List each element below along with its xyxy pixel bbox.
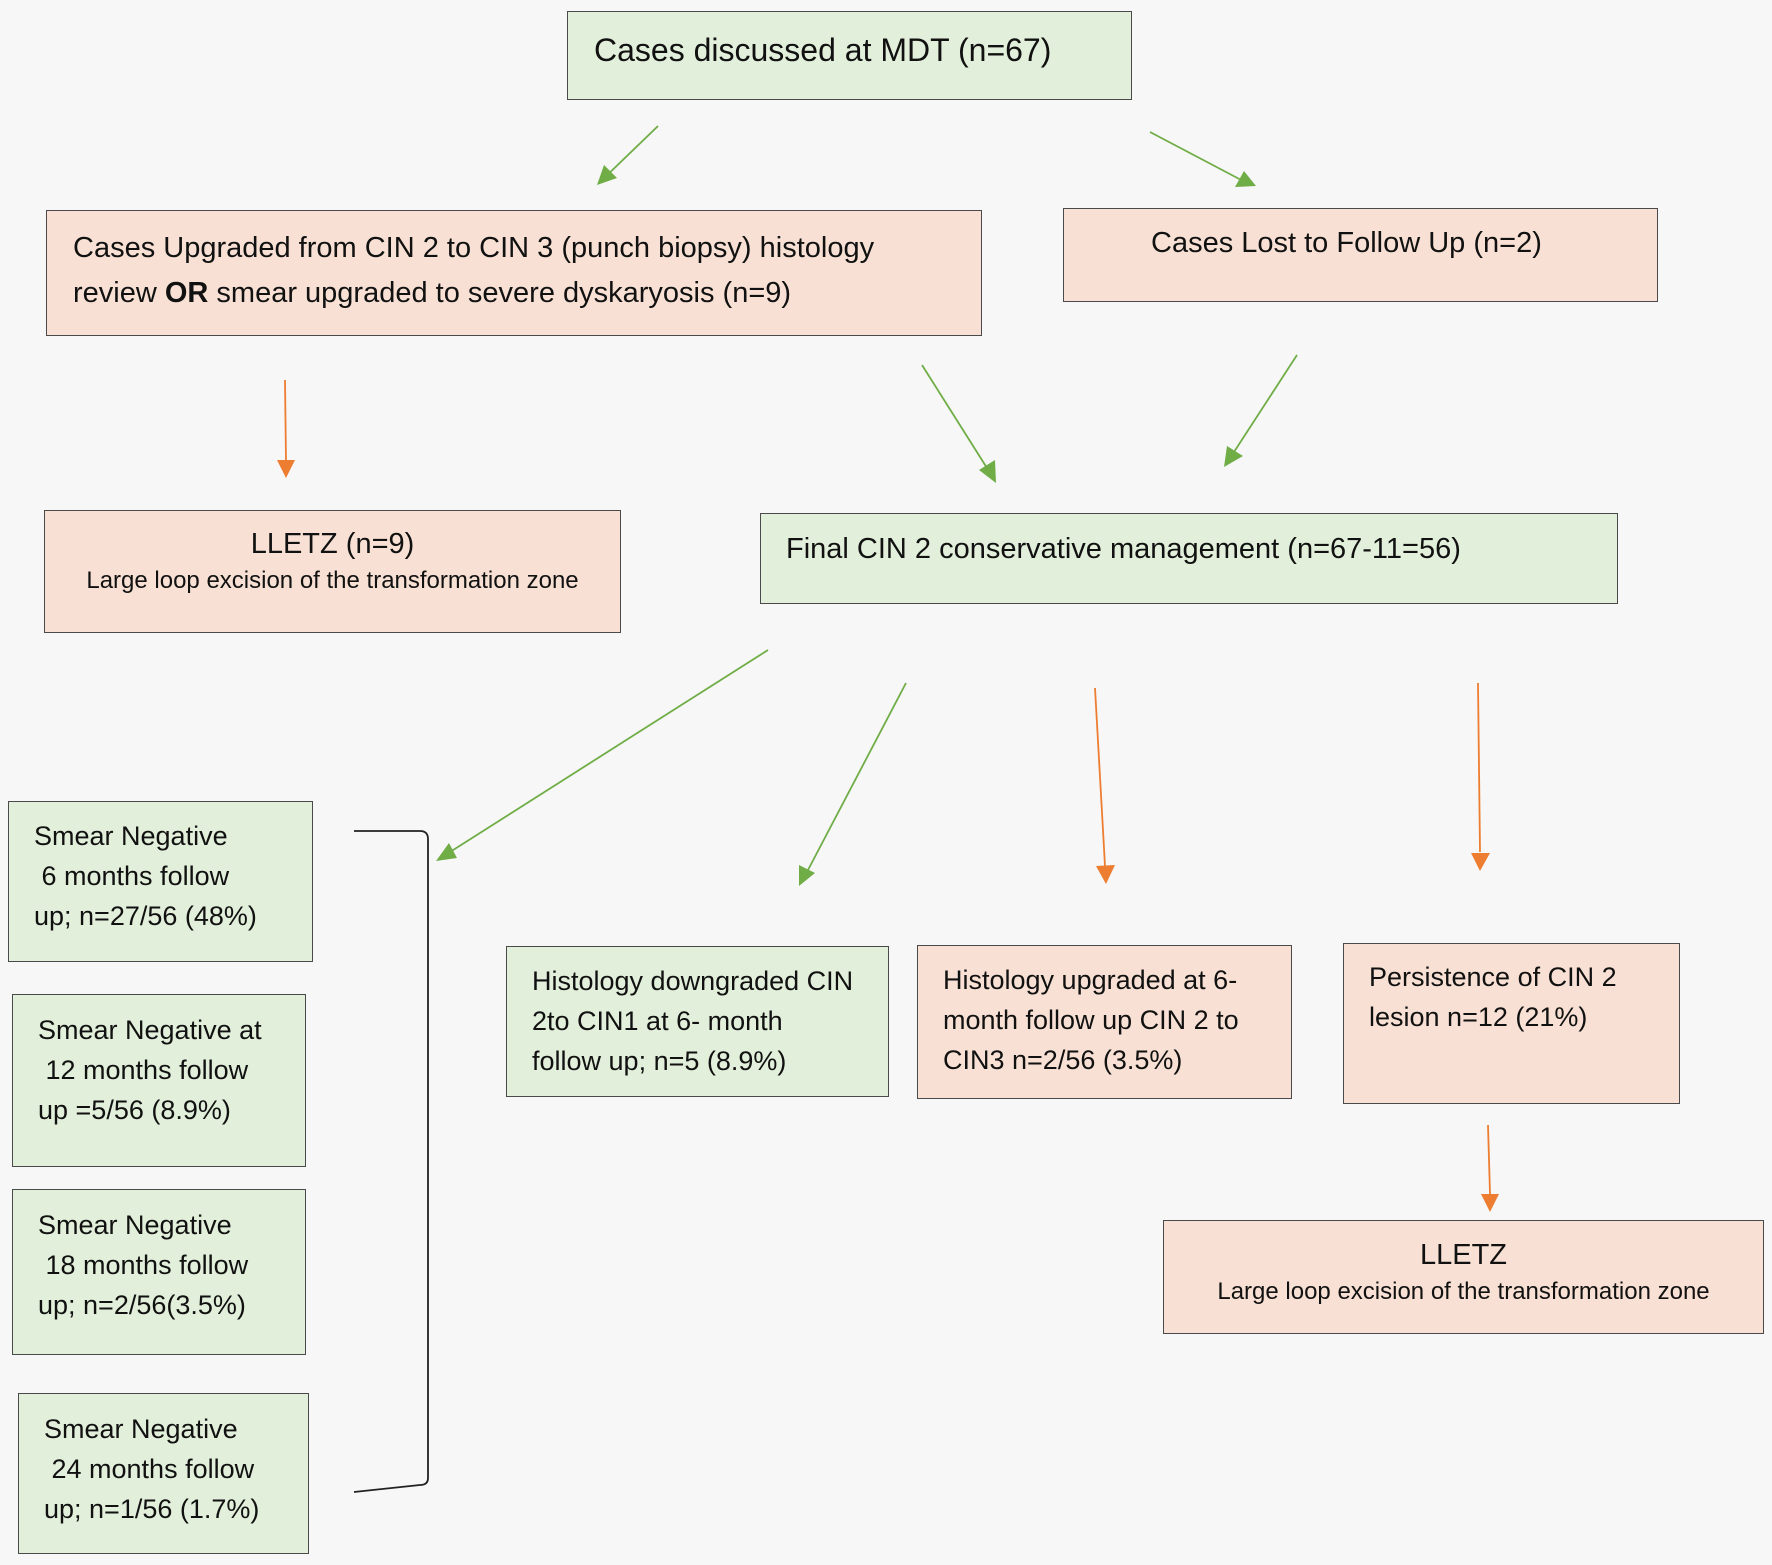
upgraded6-line3: CIN3 n=2/56 (3.5%) [943,1045,1183,1075]
arrowhead [979,460,996,483]
downgraded-line2: 2to CIN1 at 6- month [532,1006,783,1036]
upgraded-cases-line1: Cases Upgraded from CIN 2 to CIN 3 (punc… [73,232,875,264]
arrowhead [436,843,457,861]
lost-follow-up-box: Cases Lost to Follow Up (n=2) [1063,208,1658,302]
smear-12-line1: Smear Negative at [38,1015,262,1045]
upgraded-cases-line2: review OR smear upgraded to severe dyska… [73,271,981,316]
arrow-final-to-smear [449,649,769,853]
arrow-mdt-to-lost [1149,131,1246,183]
downgraded-line3: follow up; n=5 (8.9%) [532,1046,787,1076]
upgraded6-line1: Histology upgraded at 6- [943,965,1238,995]
arrow-final-to-upgraded6 [1094,687,1106,867]
arrowhead [799,865,815,886]
smear-6-line1: Smear Negative [34,821,228,851]
lletz-box-2: LLETZ Large loop excision of the transfo… [1163,1220,1764,1334]
smear-negative-18-box: Smear Negative 18 months follow up; n=2/… [12,1189,306,1355]
mdt-cases-box: Cases discussed at MDT (n=67) [567,11,1132,100]
lletz-2-subtitle: Large loop excision of the transformatio… [1217,1278,1710,1305]
smear-negative-12-box: Smear Negative at 12 months follow up =5… [12,994,306,1167]
arrowhead [277,460,295,478]
lletz-1-subtitle: Large loop excision of the transformatio… [86,567,579,594]
upgraded-cases-or: OR [164,277,209,309]
lletz-2-title: LLETZ [1419,1239,1508,1271]
arrowhead [1481,1194,1499,1212]
arrow-upgraded-to-lletz [284,379,287,463]
smear-12-line3: up =5/56 (8.9%) [38,1095,231,1125]
smear-18-line1: Smear Negative [38,1210,232,1240]
smear-18-line3: up; n=2/56(3.5%) [38,1290,246,1320]
arrow-final-to-downgraded [807,682,907,871]
smear-negative-6-box: Smear Negative 6 months follow up; n=27/… [8,801,313,962]
smear-negative-24-box: Smear Negative 24 months follow up; n=1/… [18,1393,309,1554]
lletz-1-title: LLETZ (n=9) [250,528,415,560]
final-management-box: Final CIN 2 conservative management (n=6… [760,513,1618,604]
arrowhead [1096,865,1115,884]
smear-group-bracket [353,830,429,1493]
arrow-lost-to-final [1233,354,1298,453]
arrow-final-to-persistence [1477,682,1481,853]
final-management-label: Final CIN 2 conservative management (n=6… [786,533,1461,565]
smear-24-line2: 24 months follow [44,1454,255,1484]
persistence-box: Persistence of CIN 2 lesion n=12 (21%) [1343,943,1680,1104]
lletz-box-1: LLETZ (n=9) Large loop excision of the t… [44,510,621,633]
persistence-line2: lesion n=12 (21%) [1369,1002,1588,1032]
smear-12-line2: 12 months follow [38,1055,249,1085]
smear-6-line3: up; n=27/56 (48%) [34,901,257,931]
smear-18-line2: 18 months follow [38,1250,249,1280]
arrow-upgraded-to-final [921,364,988,469]
arrowhead [1224,446,1243,467]
upgraded6-line2: month follow up CIN 2 to [943,1005,1239,1035]
smear-24-line1: Smear Negative [44,1414,238,1444]
mdt-cases-label: Cases discussed at MDT (n=67) [594,32,1052,68]
smear-24-line3: up; n=1/56 (1.7%) [44,1494,260,1524]
histology-upgraded-box: Histology upgraded at 6- month follow up… [917,945,1292,1099]
arrowhead [1235,171,1256,187]
downgraded-line1: Histology downgraded CIN [532,966,854,996]
arrow-persistence-to-lletz [1487,1124,1491,1195]
upgraded-cases-box: Cases Upgraded from CIN 2 to CIN 3 (punc… [46,210,982,336]
histology-downgraded-box: Histology downgraded CIN 2to CIN1 at 6- … [506,946,889,1097]
smear-6-line2: 6 months follow [34,861,230,891]
lost-follow-up-label: Cases Lost to Follow Up (n=2) [1151,227,1542,259]
upgraded-cases-line2-post: smear upgraded to severe dyskaryosis (n=… [208,277,792,309]
persistence-line1: Persistence of CIN 2 [1369,962,1617,992]
upgraded-cases-line2-pre: review [73,277,165,309]
arrowhead [1471,853,1490,871]
arrowhead [597,165,617,185]
